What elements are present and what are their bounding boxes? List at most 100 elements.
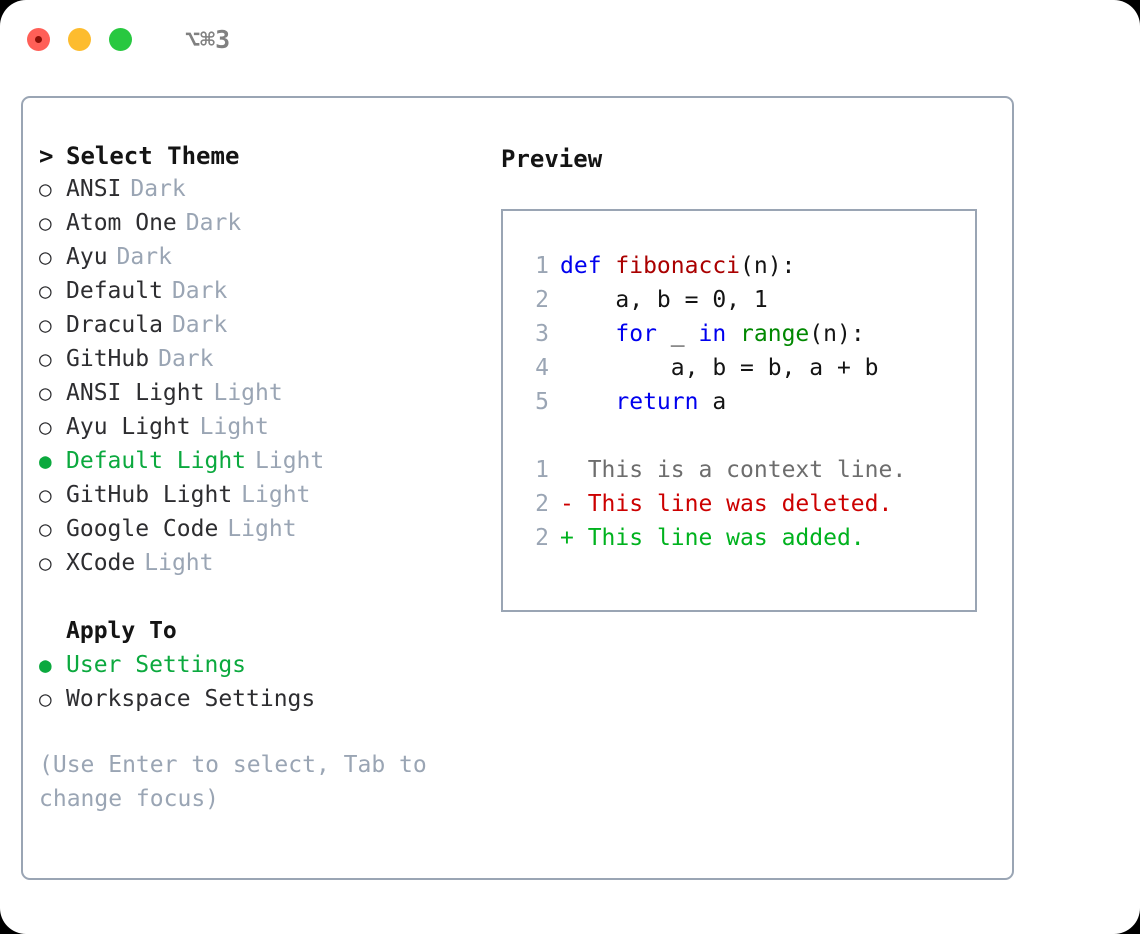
code-token-fn: fibonacci bbox=[615, 253, 741, 279]
radio-unselected-icon[interactable]: ○ bbox=[39, 687, 52, 711]
code-line-content: a, b = b, a + b bbox=[560, 355, 879, 381]
theme-option-label: Default bbox=[66, 278, 163, 304]
code-token-plain bbox=[560, 321, 615, 347]
radio-selected-icon[interactable]: ● bbox=[39, 449, 52, 473]
radio-unselected-icon[interactable]: ○ bbox=[39, 279, 52, 303]
radio-unselected-icon[interactable]: ○ bbox=[39, 347, 52, 371]
radio-unselected-icon[interactable]: ○ bbox=[39, 483, 52, 507]
theme-option-label: Dracula bbox=[66, 312, 163, 338]
radio-unselected-icon[interactable]: ○ bbox=[39, 313, 52, 337]
diff-marker: - bbox=[560, 491, 574, 517]
diff-marker: + bbox=[560, 525, 574, 551]
theme-option-variant-tag: Dark bbox=[130, 176, 186, 202]
diff-line: 1 This is a context line. bbox=[521, 457, 975, 491]
code-token-builtin: range bbox=[740, 321, 810, 347]
code-line: 5 return a bbox=[521, 389, 975, 423]
code-line: 3 for _ in range(n): bbox=[521, 321, 975, 355]
theme-option-label: Google Code bbox=[66, 516, 219, 542]
diff-line-text: This is a context line. bbox=[573, 457, 907, 483]
radio-unselected-icon[interactable]: ○ bbox=[39, 177, 52, 201]
maximize-button[interactable] bbox=[109, 27, 132, 51]
select-theme-header: > Select Theme bbox=[39, 142, 499, 176]
diff-line: 2+ This line was added. bbox=[521, 525, 975, 559]
radio-selected-icon[interactable]: ● bbox=[39, 653, 52, 677]
apply-to-title: Apply To bbox=[66, 618, 177, 644]
theme-option-row[interactable]: ○ GitHub Dark bbox=[39, 346, 499, 380]
theme-option-row[interactable]: ○ Ayu Dark bbox=[39, 244, 499, 278]
code-line-number: 3 bbox=[535, 321, 549, 347]
diff-marker bbox=[560, 457, 574, 483]
theme-option-label: GitHub Light bbox=[66, 482, 233, 508]
theme-option-variant-tag: Light bbox=[144, 550, 214, 576]
theme-option-label: Atom One bbox=[66, 210, 177, 236]
radio-unselected-icon[interactable]: ○ bbox=[39, 415, 52, 439]
theme-option-label: Ayu Light bbox=[66, 414, 191, 440]
diff-line: 2 - This line was deleted. bbox=[521, 491, 975, 525]
code-line-number: 1 bbox=[535, 253, 549, 279]
code-token-kw: def bbox=[560, 253, 616, 279]
radio-unselected-icon[interactable]: ○ bbox=[39, 245, 52, 269]
code-token-kw: return bbox=[615, 389, 699, 415]
diff-line-text: This line was added. bbox=[573, 525, 865, 551]
theme-option-row[interactable]: ○ ANSI Light Light bbox=[39, 380, 499, 414]
apply-to-option-label: Workspace Settings bbox=[66, 686, 316, 712]
code-token-plain: a, b = 0, 1 bbox=[560, 287, 768, 313]
prompt-caret-icon: > bbox=[39, 142, 54, 170]
code-line-number: 4 bbox=[535, 355, 549, 381]
theme-option-label: Default Light bbox=[66, 448, 247, 474]
diff-line-number: 1 bbox=[535, 457, 549, 483]
apply-to-bullet-placeholder: ○ bbox=[39, 621, 66, 642]
theme-option-row[interactable]: ○ Atom One Dark bbox=[39, 210, 499, 244]
close-button[interactable] bbox=[27, 27, 50, 51]
theme-option-label: GitHub bbox=[66, 346, 150, 372]
theme-option-label: ANSI Light bbox=[66, 380, 205, 406]
code-line-number: 5 bbox=[535, 389, 549, 415]
theme-option-label: Ayu bbox=[66, 244, 108, 270]
theme-option-variant-tag: Dark bbox=[158, 346, 214, 372]
code-token-kw: for bbox=[615, 321, 657, 347]
list-spacer bbox=[39, 584, 499, 618]
radio-unselected-icon[interactable]: ○ bbox=[39, 551, 52, 575]
apply-to-option-row[interactable]: ○ Workspace Settings bbox=[39, 686, 499, 720]
code-diff-separator bbox=[521, 423, 975, 457]
diff-line-content: - This line was deleted. bbox=[560, 491, 892, 517]
apply-to-option-label: User Settings bbox=[66, 652, 247, 678]
minimize-button[interactable] bbox=[68, 27, 91, 51]
code-preview: 1 def fibonacci(n): 2 a, b = 0, 1 3 for _ i… bbox=[521, 253, 975, 423]
theme-option-variant-tag: Light bbox=[213, 380, 283, 406]
code-token-plain: a, b = b, a + b bbox=[560, 355, 879, 381]
apply-to-title-row: ○ Apply To bbox=[39, 618, 499, 652]
select-theme-title: Select Theme bbox=[66, 142, 240, 170]
theme-option-variant-tag: Dark bbox=[185, 210, 242, 236]
theme-option-variant-tag: Dark bbox=[116, 244, 172, 270]
code-token-plain: a bbox=[698, 389, 727, 415]
code-line: 4 a, b = b, a + b bbox=[521, 355, 975, 389]
code-token-kw: in bbox=[698, 321, 727, 347]
radio-unselected-icon[interactable]: ○ bbox=[39, 211, 52, 235]
code-line-content: return a bbox=[560, 389, 726, 415]
code-token-plain: (n): bbox=[740, 253, 796, 279]
preview-box: 1 def fibonacci(n): 2 a, b = 0, 1 3 for _ i… bbox=[501, 209, 977, 612]
diff-line-number: 2 bbox=[535, 491, 549, 517]
preview-title: Preview bbox=[501, 145, 603, 173]
code-line-number: 2 bbox=[535, 287, 549, 313]
radio-unselected-icon[interactable]: ○ bbox=[39, 517, 52, 541]
code-line-content: def fibonacci(n): bbox=[560, 253, 795, 279]
code-line-content: a, b = 0, 1 bbox=[560, 287, 768, 313]
code-line-content: for _ in range(n): bbox=[560, 321, 864, 347]
radio-unselected-icon[interactable]: ○ bbox=[39, 381, 52, 405]
apply-to-option-row[interactable]: ● User Settings bbox=[39, 652, 499, 686]
